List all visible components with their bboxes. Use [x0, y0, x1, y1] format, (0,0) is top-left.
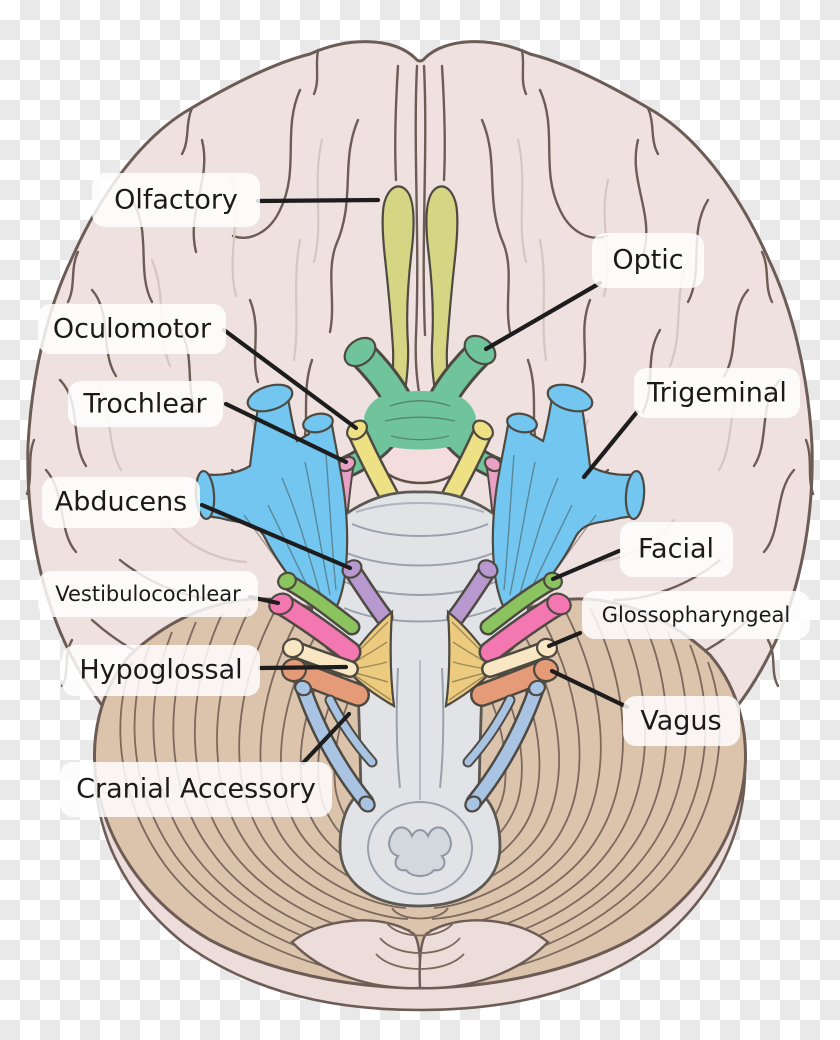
leader-cranial-accessory	[300, 711, 352, 766]
optic-cut-end-left	[343, 336, 377, 368]
label-optic: Optic	[592, 233, 704, 288]
leader-trochlear	[223, 401, 349, 465]
label-vagus-text: Vagus	[640, 706, 721, 737]
occipital-wedges	[290, 919, 550, 990]
leader-hypoglossal	[257, 664, 349, 671]
facial-nerve-left	[277, 571, 361, 636]
label-olfactory: Olfactory	[92, 173, 260, 227]
accessory-nerve-left	[294, 679, 378, 813]
label-oculomotor: Oculomotor	[38, 304, 226, 354]
trigeminal-cut-end-main	[246, 383, 294, 413]
medulla-lines	[395, 660, 445, 800]
label-vestibulocochlear: Vestibulocochlear	[38, 571, 258, 617]
cord-cross-section	[367, 801, 473, 895]
label-hypoglossal: Hypoglossal	[62, 645, 260, 696]
label-glossopharyngeal-text: Glossopharyngeal	[602, 603, 791, 627]
label-vestibulocochlear-text: Vestibulocochlear	[55, 582, 241, 606]
leader-glossopharyngeal	[546, 630, 583, 649]
label-glossopharyngeal: Glossopharyngeal	[582, 591, 810, 639]
label-trigeminal-text: Trigeminal	[646, 378, 787, 409]
leader-optic	[483, 280, 603, 352]
cerebellar-vermis	[375, 907, 465, 970]
leader-facial	[550, 548, 622, 582]
leader-oculomotor	[221, 327, 359, 431]
label-vagus: Vagus	[623, 696, 740, 746]
label-facial-text: Facial	[638, 534, 714, 565]
trigeminal-cut-end-inner	[302, 412, 334, 434]
longitudinal-fissure	[414, 64, 427, 394]
label-oculomotor-text: Oculomotor	[53, 314, 212, 345]
label-trochlear-text: Trochlear	[82, 389, 207, 420]
label-trigeminal: Trigeminal	[634, 368, 800, 418]
label-cranial-accessory: Cranial Accessory	[60, 762, 332, 817]
vestibulocochlear-nerve-left	[268, 592, 362, 664]
label-abducens-text: Abducens	[55, 487, 188, 518]
leader-abducens	[199, 502, 353, 571]
label-trochlear: Trochlear	[68, 381, 223, 427]
label-facial: Facial	[620, 522, 733, 577]
labels: Olfactory Optic Oculomotor Trochlear Tri…	[38, 173, 810, 817]
vagus-nerve-left	[280, 657, 370, 707]
label-optic-text: Optic	[612, 245, 683, 276]
leader-vagus	[549, 668, 630, 710]
optic-chiasm	[363, 391, 477, 450]
leader-lines	[199, 197, 640, 766]
label-abducens: Abducens	[42, 477, 200, 528]
leader-olfactory	[255, 197, 381, 204]
label-cranial-accessory-text: Cranial Accessory	[76, 774, 316, 805]
label-hypoglossal-text: Hypoglossal	[79, 655, 242, 686]
leader-trigeminal	[581, 409, 640, 480]
label-olfactory-text: Olfactory	[114, 185, 238, 216]
optic-cut-end-right	[463, 334, 497, 366]
